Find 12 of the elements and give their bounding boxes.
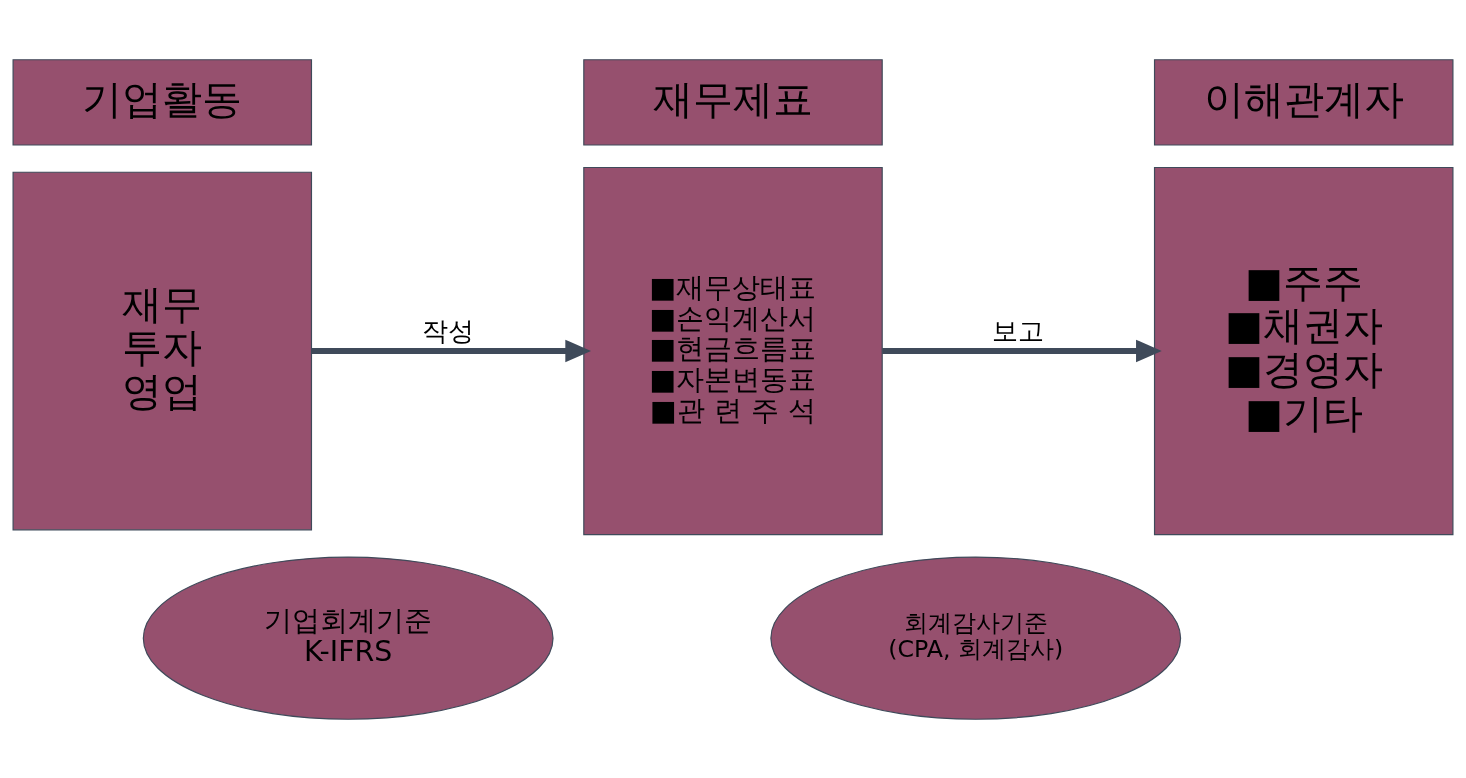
edge-label: 보고 xyxy=(992,315,1045,346)
node-box: ■재무상태표 ■손익계산서 ■현금흐름표 ■자본변동표 ■관 련 주 석 xyxy=(583,166,883,535)
node-box: 재무 투자 영업 xyxy=(12,171,313,530)
node-box: 기업활동 xyxy=(12,58,313,146)
node-box: 이해관계자 xyxy=(1153,58,1454,146)
node-ellipse: 회계감사기준 (CPA, 회계감사) xyxy=(770,555,1182,720)
node-box: 재무제표 xyxy=(583,58,883,146)
node-ellipse: 기업회계기준 K-IFRS xyxy=(142,555,554,720)
arrow xyxy=(311,339,592,362)
arrow xyxy=(882,339,1162,362)
node-box: ■주주 ■채권자 ■경영자 ■기타 xyxy=(1153,166,1454,535)
edge-label: 작성 xyxy=(421,315,474,346)
